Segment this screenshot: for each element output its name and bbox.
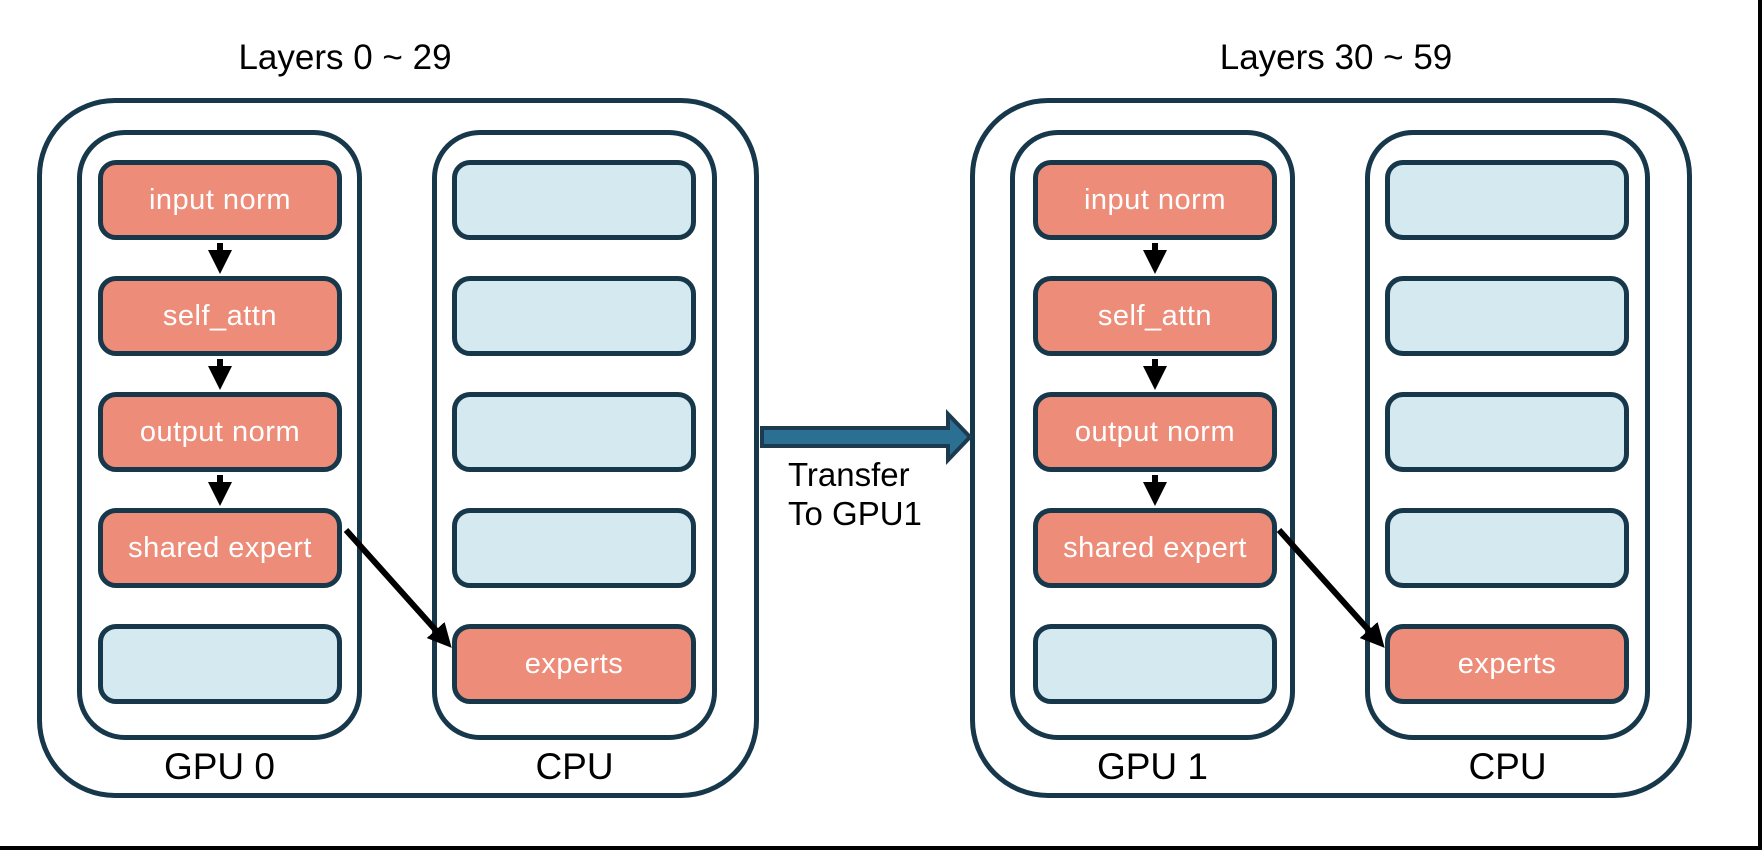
- gpu1-self-attn-box: self_attn: [1033, 276, 1277, 356]
- gpu1-input-norm-box: input norm: [1033, 160, 1277, 240]
- gpu0-label: GPU 0: [163, 746, 276, 787]
- gpu0-empty-box: [98, 624, 342, 704]
- window-border-right: [1758, 0, 1762, 850]
- gpu1-shared-expert-label: shared expert: [1063, 531, 1247, 564]
- gpu1-input-norm-label: input norm: [1083, 183, 1226, 216]
- gpu0-input-norm-box: input norm: [98, 160, 342, 240]
- window-border-bottom: [0, 846, 1762, 850]
- cpu-right-experts-box: experts: [1385, 624, 1629, 704]
- gpu1-output-norm-label: output norm: [1074, 415, 1236, 448]
- transfer-arrow-label-line2: To GPU1: [788, 495, 922, 532]
- gpu1-empty-box: [1033, 624, 1277, 704]
- gpu0-shared-expert-box: shared expert: [98, 508, 342, 588]
- cpu-right-empty-box-3: [1385, 392, 1629, 472]
- cpu-right-experts-label: experts: [1457, 647, 1557, 680]
- transfer-arrow-label-line1: Transfer: [788, 456, 910, 493]
- group2-title: Layers 30 ~ 59: [1219, 38, 1453, 77]
- cpu-left-empty-box-2: [452, 276, 696, 356]
- group1-title: Layers 0 ~ 29: [238, 38, 452, 77]
- gpu1-shared-expert-box: shared expert: [1033, 508, 1277, 588]
- gpu0-output-norm-label: output norm: [139, 415, 301, 448]
- cpu-left-experts-box: experts: [452, 624, 696, 704]
- cpu-right-empty-box-4: [1385, 508, 1629, 588]
- cpu-left-empty-box-4: [452, 508, 696, 588]
- cpu-left-label: CPU: [535, 746, 614, 787]
- gpu1-label: GPU 1: [1096, 746, 1209, 787]
- cpu-left-empty-box-1: [452, 160, 696, 240]
- cpu-right-empty-box-2: [1385, 276, 1629, 356]
- gpu0-self-attn-label: self_attn: [162, 299, 278, 332]
- cpu-left-empty-box-3: [452, 392, 696, 472]
- cpu-left-experts-label: experts: [524, 647, 624, 680]
- gpu1-self-attn-label: self_attn: [1097, 299, 1213, 332]
- transfer-arrow-label: Transfer To GPU1: [788, 455, 922, 533]
- gpu0-input-norm-label: input norm: [148, 183, 291, 216]
- gpu1-output-norm-box: output norm: [1033, 392, 1277, 472]
- gpu0-shared-expert-label: shared expert: [128, 531, 312, 564]
- gpu0-self-attn-box: self_attn: [98, 276, 342, 356]
- cpu-right-label: CPU: [1468, 746, 1547, 787]
- gpu0-output-norm-box: output norm: [98, 392, 342, 472]
- cpu-right-empty-box-1: [1385, 160, 1629, 240]
- transfer-arrow: [760, 409, 973, 465]
